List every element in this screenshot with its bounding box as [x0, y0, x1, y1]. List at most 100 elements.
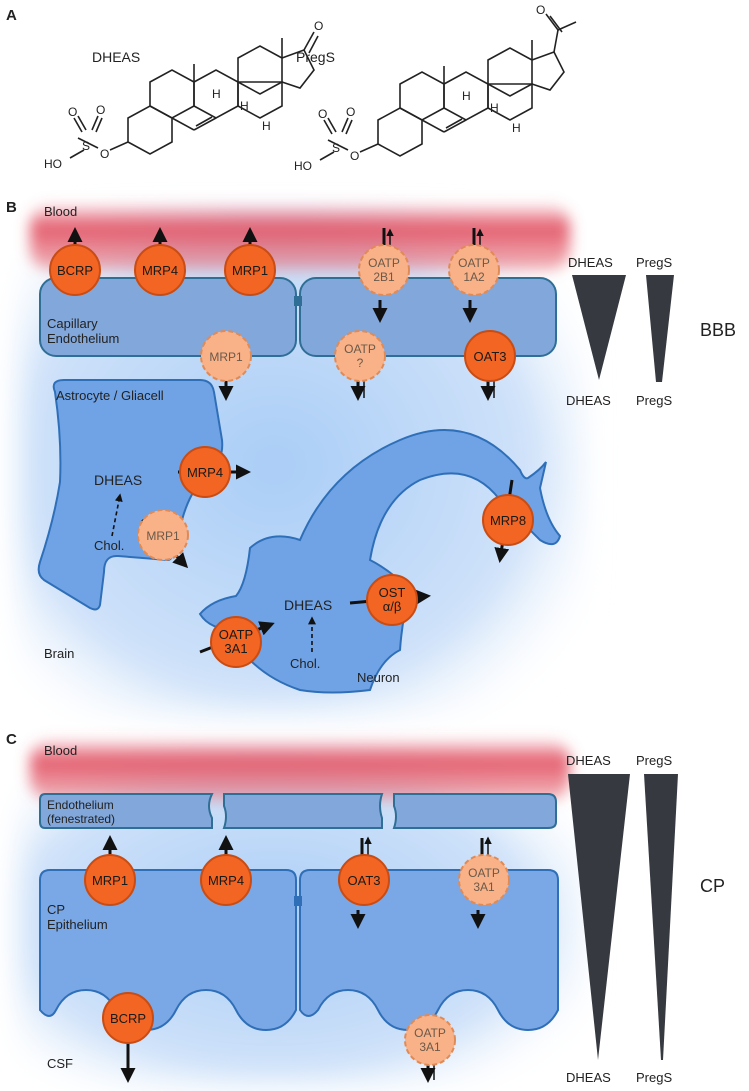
bbb-gradient-top-dheas: DHEAS [568, 255, 613, 270]
transporter-mrp4-c[interactable]: MRP4 [200, 854, 252, 906]
dheas-ho-group: HO [44, 157, 62, 171]
transporter-mrp1-astrocyte[interactable]: MRP1 [137, 509, 189, 561]
svg-text:MRP1: MRP1 [209, 350, 243, 364]
neuron-dheas-label: DHEAS [284, 597, 332, 613]
dheas-h-atom-2: H [212, 87, 221, 101]
svg-text:3A1: 3A1 [419, 1040, 441, 1054]
transporter-mrp1-b[interactable]: MRP1 [224, 244, 276, 296]
svg-text:3A1: 3A1 [473, 880, 495, 894]
pregs-h-atom-2: H [462, 89, 471, 103]
dheas-structure [69, 31, 319, 159]
transporter-mrp4-astrocyte[interactable]: MRP4 [179, 446, 231, 498]
pregs-structure [319, 13, 577, 161]
bbb-dheas-gradient-wedge [572, 275, 626, 380]
pregs-ketone-o: O [536, 3, 545, 17]
transporter-mrp8[interactable]: MRP8 [482, 494, 534, 546]
svg-text:MRP4: MRP4 [187, 465, 223, 480]
cp-tight-junction [294, 896, 302, 906]
cp-pregs-gradient-wedge [644, 774, 678, 1060]
transporter-bcrp-c[interactable]: BCRP [102, 992, 154, 1044]
cp-label: CP [700, 876, 725, 896]
svg-text:OST: OST [379, 585, 406, 600]
transporter-oatp-unknown[interactable]: OATP ? [334, 330, 386, 382]
cp-gradient-top-dheas: DHEAS [566, 753, 611, 768]
svg-text:?: ? [357, 356, 364, 370]
transporter-oat3-c[interactable]: OAT3 [338, 854, 390, 906]
svg-text:MRP4: MRP4 [208, 873, 244, 888]
svg-text:BCRP: BCRP [57, 263, 93, 278]
transporter-oatp3a1-basolateral[interactable]: OATP 3A1 [404, 1014, 456, 1066]
blood-label-c: Blood [44, 743, 77, 758]
svg-text:OAT3: OAT3 [348, 873, 381, 888]
transporter-mrp1-c[interactable]: MRP1 [84, 854, 136, 906]
astrocyte-chol-label: Chol. [94, 538, 124, 553]
fenestrated-endothelium-3 [392, 793, 557, 829]
bbb-gradient-top-pregs: PregS [636, 255, 672, 270]
svg-text:OAT3: OAT3 [474, 349, 507, 364]
svg-text:MRP1: MRP1 [92, 873, 128, 888]
fenestrated-label-line2: (fenestrated) [47, 812, 115, 826]
dheas-h-atom-3: H [262, 119, 271, 133]
svg-text:α/β: α/β [383, 599, 402, 614]
cp-gradient-top-pregs: PregS [636, 753, 672, 768]
cp-dheas-gradient-wedge [568, 774, 630, 1060]
dheas-ketone-o: O [314, 19, 323, 33]
transporter-ost-alpha-beta[interactable]: OST α/β [366, 574, 418, 626]
bbb-gradient-bottom-pregs: PregS [636, 393, 672, 408]
svg-text:OATP: OATP [344, 342, 376, 356]
svg-text:MRP1: MRP1 [232, 263, 268, 278]
astrocyte-label: Astrocyte / Gliacell [56, 388, 164, 403]
pregs-h-atom: H [490, 101, 499, 115]
brain-label: Brain [44, 646, 74, 661]
pregs-o-atom-3: O [346, 105, 355, 119]
transporter-oatp3a1-apical[interactable]: OATP 3A1 [458, 854, 510, 906]
cp-epithelium-label-line1: CP [47, 902, 65, 917]
dheas-o-atom: O [100, 147, 109, 161]
csf-label: CSF [47, 1056, 73, 1071]
transporter-oatp1a2[interactable]: OATP 1A2 [448, 244, 500, 296]
panel-b-label: B [6, 199, 17, 216]
dheas-h-atom: H [240, 99, 249, 113]
fenestrated-endothelium-2 [222, 793, 384, 829]
svg-text:MRP4: MRP4 [142, 263, 178, 278]
pregs-h-atom-3: H [512, 121, 521, 135]
transporter-oatp2b1[interactable]: OATP 2B1 [358, 244, 410, 296]
svg-text:OATP: OATP [458, 256, 490, 270]
svg-text:OATP: OATP [468, 866, 500, 880]
blood-band-c [30, 740, 570, 800]
transporter-bcrp-b[interactable]: BCRP [49, 244, 101, 296]
transporter-mrp1-abluminal[interactable]: MRP1 [200, 330, 252, 382]
panel-c-transporters: MRP1 MRP4 OAT3 OATP 3A1 BCRP OATP 3A1 [84, 854, 510, 1066]
svg-text:OATP: OATP [414, 1026, 446, 1040]
bbb-pregs-gradient-wedge [646, 275, 674, 382]
svg-text:BCRP: BCRP [110, 1011, 146, 1026]
blood-label-b: Blood [44, 204, 77, 219]
fenestrated-endothelium-1 [39, 793, 214, 829]
transporter-mrp4-b[interactable]: MRP4 [134, 244, 186, 296]
svg-text:OATP: OATP [368, 256, 400, 270]
tight-junction [294, 296, 302, 306]
pregs-o-atom-2: O [318, 107, 327, 121]
cp-epithelial-cell-right [299, 869, 559, 1032]
cp-epithelial-cell-left [39, 869, 297, 1032]
endothelium-label-line2: Endothelium [47, 331, 119, 346]
astrocyte-dheas-label: DHEAS [94, 472, 142, 488]
svg-text:MRP8: MRP8 [490, 513, 526, 528]
fenestrated-label-line1: Endothelium [47, 798, 114, 812]
bbb-label: BBB [700, 320, 736, 340]
svg-text:3A1: 3A1 [224, 641, 247, 656]
cp-epithelium-label-line2: Epithelium [47, 917, 108, 932]
dheas-s-atom: S [82, 139, 90, 153]
panel-b-transporters: BCRP MRP4 MRP1 OATP 2B1 OATP 1A2 MRP1 OA… [49, 244, 534, 668]
pregs-o-atom: O [350, 149, 359, 163]
pregs-s-atom: S [332, 141, 340, 155]
svg-text:2B1: 2B1 [373, 270, 395, 284]
svg-text:1A2: 1A2 [463, 270, 485, 284]
panel-c-label: C [6, 731, 17, 748]
transporter-oatp3a1-neuron[interactable]: OATP 3A1 [210, 616, 262, 668]
panel-a-label: A [6, 7, 17, 24]
transporter-oat3-b[interactable]: OAT3 [464, 330, 516, 382]
cp-gradient-bottom-pregs: PregS [636, 1070, 672, 1085]
